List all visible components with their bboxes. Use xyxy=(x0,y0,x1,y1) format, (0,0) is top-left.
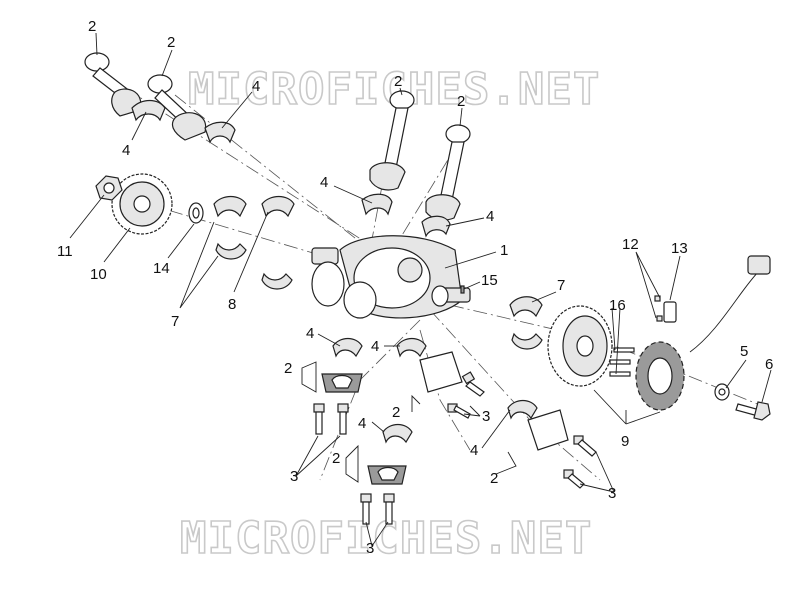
callout-3: 3 xyxy=(482,408,490,425)
callout-2: 2 xyxy=(88,18,96,35)
callout-14: 14 xyxy=(153,260,170,277)
flywheel-rotor xyxy=(547,305,613,387)
bearing-shell xyxy=(261,272,293,290)
cap-bolt xyxy=(447,371,485,419)
callout-4: 4 xyxy=(306,325,314,342)
callout-15: 15 xyxy=(481,272,498,289)
callout-4: 4 xyxy=(371,338,379,355)
pin xyxy=(460,285,465,294)
callout-7: 7 xyxy=(557,277,565,294)
callout-2: 2 xyxy=(167,34,175,51)
callout-2: 2 xyxy=(490,470,498,487)
callout-4: 4 xyxy=(358,415,366,432)
callout-4: 4 xyxy=(470,442,478,459)
bearing-shell xyxy=(332,337,363,358)
bearing-shell xyxy=(361,193,393,216)
callout-4: 4 xyxy=(122,142,130,159)
callout-4: 4 xyxy=(486,208,494,225)
callout-labels: 2 2 4 4 2 2 4 4 1 15 11 10 14 7 8 7 12 1… xyxy=(57,18,773,557)
gear-nut xyxy=(95,175,123,201)
connecting-rod xyxy=(147,74,207,141)
bearing-cap xyxy=(367,465,407,485)
bearing-shell xyxy=(261,195,295,218)
callout-10: 10 xyxy=(90,266,107,283)
callout-2: 2 xyxy=(457,93,465,110)
callout-16: 16 xyxy=(609,297,626,314)
callout-1: 1 xyxy=(500,242,508,259)
callout-12: 12 xyxy=(622,236,639,253)
bearing-shell xyxy=(131,99,166,122)
callout-11: 11 xyxy=(57,243,73,260)
bearing-shell xyxy=(215,242,247,260)
watermark-top: MICROFICHES.NET xyxy=(188,64,600,115)
callout-7: 7 xyxy=(171,313,179,330)
cap-bolt xyxy=(563,435,597,489)
bearing-cap xyxy=(321,373,363,393)
callout-2: 2 xyxy=(394,73,402,90)
rotor-screw xyxy=(609,347,635,377)
rotor-washer xyxy=(714,383,730,401)
callout-2: 2 xyxy=(392,404,400,421)
callout-3: 3 xyxy=(608,485,616,502)
bearing-shell xyxy=(507,399,538,420)
callout-2: 2 xyxy=(332,450,340,467)
callout-5: 5 xyxy=(740,343,748,360)
connecting-rod xyxy=(369,90,415,191)
stator xyxy=(635,255,771,411)
bearing-shell xyxy=(396,337,427,358)
cable-clip xyxy=(654,295,677,323)
callout-3: 3 xyxy=(290,468,298,485)
bearing-shell xyxy=(213,195,247,218)
callout-3: 3 xyxy=(366,540,374,557)
callout-4: 4 xyxy=(320,174,328,191)
bearing-shell xyxy=(382,423,413,444)
callout-4: 4 xyxy=(252,78,260,95)
rotor-bolt xyxy=(735,401,771,421)
cap-bolt xyxy=(360,493,395,525)
bearing-cap xyxy=(527,409,569,451)
callout-2: 2 xyxy=(284,360,292,377)
bearing-shell xyxy=(511,332,543,350)
callout-9: 9 xyxy=(621,433,629,450)
callout-8: 8 xyxy=(228,296,236,313)
leader-lines xyxy=(69,32,772,547)
callout-13: 13 xyxy=(671,240,688,257)
connecting-rod xyxy=(84,52,142,117)
primary-gear xyxy=(111,173,173,235)
connecting-rod xyxy=(425,124,471,221)
callout-6: 6 xyxy=(765,356,773,373)
bearing-shell xyxy=(204,121,236,144)
bearing-shell xyxy=(421,215,451,238)
crankshaft xyxy=(311,235,471,319)
cap-bolt xyxy=(313,403,349,435)
gear-washer xyxy=(188,202,204,224)
bearing-cap xyxy=(419,351,463,393)
